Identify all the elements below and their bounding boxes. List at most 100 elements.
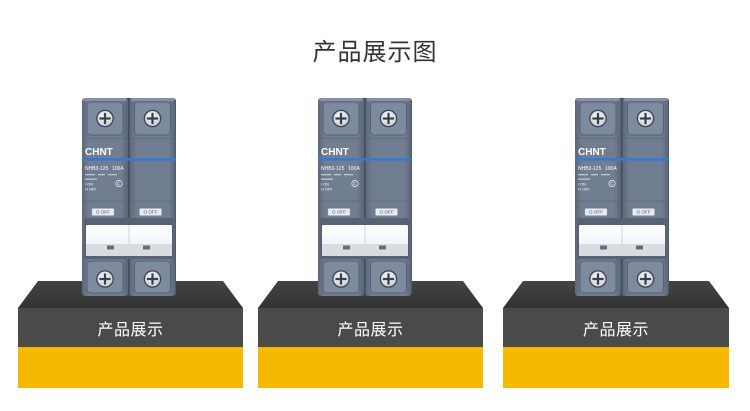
switch-label-plate	[632, 208, 655, 216]
spec-line	[601, 174, 610, 176]
terminal-screw-icon	[589, 270, 607, 288]
terminal-screw-icon	[379, 109, 398, 128]
switch-label-plate	[139, 208, 162, 216]
screw-cross	[335, 273, 347, 285]
lever-lower-band	[86, 244, 172, 256]
pole-top-edge	[623, 98, 668, 101]
lever-slot-left	[600, 245, 607, 250]
screw-cross	[335, 112, 347, 125]
cert-mark-ring	[351, 179, 359, 188]
product-caption: 产品展示	[97, 319, 164, 339]
cert-mark-ring	[608, 179, 616, 188]
switch-label-text: O OFF	[379, 210, 393, 215]
screw-cross	[592, 112, 604, 125]
circuit-breaker: CHNT NHB3-125 100A I ON O OFF O OFF	[318, 98, 412, 296]
screw-cross	[639, 112, 652, 125]
lever-lower-band	[579, 244, 665, 256]
breaker-pole-left: CHNT NHB3-125 100A I ON O OFF O OFF	[82, 98, 128, 296]
breaker-pole-right: O OFF	[365, 98, 412, 296]
model-number: NHB3-125	[85, 166, 109, 172]
brand-logo: CHNT	[321, 147, 349, 158]
breaker-pole-left: CHNT NHB3-125 100A I ON O OFF O OFF	[575, 98, 621, 296]
screw-cross	[592, 273, 604, 285]
switch-label-left: O OFF	[91, 208, 115, 216]
pole-top-edge	[130, 98, 175, 101]
screw-cross	[382, 112, 395, 125]
pedestal-caption-band: 产品展示	[18, 308, 243, 347]
spec-line	[578, 178, 590, 180]
switch-label-plate	[375, 208, 398, 216]
breaker-toggle-lever	[84, 218, 174, 259]
spec-line	[578, 174, 588, 176]
lever-slot-left	[343, 245, 350, 250]
brand-stripe	[82, 158, 176, 161]
pedestal-base-stripe	[258, 347, 483, 388]
pole-top-edge	[319, 98, 363, 101]
screw-cross	[146, 273, 159, 285]
screw-cross	[146, 112, 159, 125]
cert-mark-glyph	[117, 181, 121, 186]
current-rating: 100A	[605, 166, 617, 172]
current-rating: 100A	[348, 166, 360, 172]
spec-line	[591, 174, 598, 176]
brand-logo: CHNT	[85, 147, 113, 158]
current-rating: 100A	[112, 166, 124, 172]
terminal-screw-icon	[96, 270, 114, 288]
pole-top-edge	[83, 98, 127, 101]
switch-label-text: O OFF	[636, 210, 650, 215]
circuit-breaker: CHNT NHB3-125 100A I ON O OFF O OFF	[575, 98, 669, 296]
screw-cross	[639, 273, 652, 285]
switch-label-left: O OFF	[584, 208, 608, 216]
spec-line	[98, 174, 105, 176]
spec-line	[85, 178, 97, 180]
product-display: 产品展示 CHNT NHB3-125 100A	[258, 95, 483, 388]
breaker-pole-right: O OFF	[129, 98, 176, 296]
spec-line	[108, 174, 117, 176]
circuit-breaker: CHNT NHB3-125 100A I ON O OFF O OFF	[82, 98, 176, 296]
certification-mark-icon	[351, 179, 359, 188]
screw-cross	[382, 273, 395, 285]
switch-label-plate	[327, 208, 351, 216]
pole-top-edge	[576, 98, 620, 101]
switch-label-text: O OFF	[332, 210, 346, 215]
switch-label-right: O OFF	[632, 208, 655, 216]
pedestal-caption-band: 产品展示	[503, 308, 729, 347]
switch-label-right: O OFF	[139, 208, 162, 216]
breaker-pole-right: O OFF	[622, 98, 669, 296]
terminal-screw-icon	[332, 109, 350, 128]
terminal-screw-icon	[636, 270, 655, 288]
brand-logo: CHNT	[578, 147, 606, 158]
product-caption: 产品展示	[582, 319, 649, 339]
off-marking: O OFF	[578, 188, 590, 192]
brand-stripe	[575, 158, 669, 161]
terminal-screw-icon	[636, 109, 655, 128]
on-marking: I ON	[578, 183, 586, 187]
model-number: NHB3-125	[321, 166, 345, 172]
cert-mark-ring	[115, 179, 123, 188]
certification-mark-icon	[608, 179, 616, 188]
on-marking: I ON	[85, 183, 93, 187]
page-title: 产品展示图	[312, 38, 438, 66]
off-marking: O OFF	[85, 188, 97, 192]
on-marking: I ON	[321, 183, 329, 187]
screw-cross	[99, 112, 111, 125]
lever-slot-right	[379, 245, 386, 250]
lever-slot-left	[107, 245, 114, 250]
terminal-screw-icon	[143, 270, 162, 288]
terminal-screw-icon	[589, 109, 607, 128]
lever-lower-band	[322, 244, 408, 256]
switch-label-text: O OFF	[96, 210, 110, 215]
switch-label-plate	[584, 208, 608, 216]
product-caption: 产品展示	[337, 319, 404, 339]
terminal-screw-icon	[96, 109, 114, 128]
product-display: 产品展示 CHNT NHB3-125 100A	[503, 95, 729, 388]
pedestal-base-stripe	[503, 347, 729, 388]
screw-cross	[99, 273, 111, 285]
terminal-screw-icon	[332, 270, 350, 288]
switch-label-plate	[91, 208, 115, 216]
pedestal-base-stripe	[18, 347, 243, 388]
pole-top-edge	[366, 98, 411, 101]
switch-label-right: O OFF	[375, 208, 398, 216]
